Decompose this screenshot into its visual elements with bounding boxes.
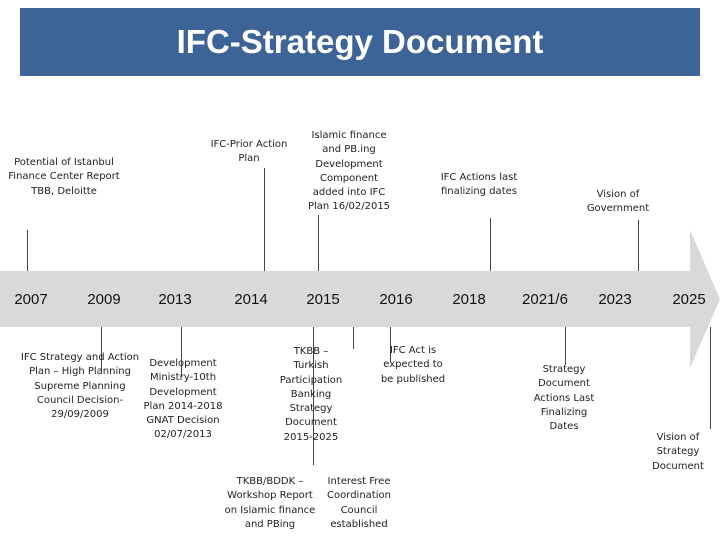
page-title: IFC-Strategy Document	[176, 23, 544, 60]
connector-2018	[490, 218, 491, 271]
connector-2007	[27, 230, 28, 271]
note-islamic-finance-component: Islamic finance and PB.ing Development C…	[307, 130, 391, 213]
year-2016: 2016	[379, 290, 413, 308]
connector-2014	[264, 168, 265, 271]
note-ifc-act: IFC Act is expected to be published	[380, 345, 446, 385]
year-2015: 2015	[306, 290, 340, 308]
year-2025: 2025	[672, 290, 706, 308]
year-2009: 2009	[87, 290, 121, 308]
title-banner: IFC-Strategy Document	[20, 8, 700, 76]
note-strategy-actions-last: Strategy Document Actions Last Finalizin…	[533, 364, 595, 433]
year-2014: 2014	[234, 290, 268, 308]
year-2023: 2023	[598, 290, 632, 308]
connector-2015-top	[318, 215, 319, 271]
year-2007: 2007	[14, 290, 48, 308]
note-actions-finalizing: IFC Actions last finalizing dates	[440, 172, 518, 198]
timeline-arrow-shape	[0, 230, 720, 368]
connector-2015-bottom	[313, 327, 314, 465]
note-vision-strategy: Vision of Strategy Document	[652, 432, 704, 472]
note-vision-government: Vision of Government	[586, 189, 650, 215]
connector-2025	[710, 327, 711, 429]
year-2021-6: 2021/6	[522, 290, 568, 308]
year-2013: 2013	[158, 290, 192, 308]
connector-2016	[390, 327, 391, 362]
note-interest-free-council: Interest Free Coordination Council estab…	[327, 476, 391, 530]
note-action-plan-2009: IFC Strategy and Action Plan – High Plan…	[20, 352, 140, 421]
connector-2023	[638, 220, 639, 271]
year-2018: 2018	[452, 290, 486, 308]
note-istanbul-report: Potential of Istanbul Finance Center Rep…	[8, 157, 120, 197]
note-prior-action: IFC-Prior Action Plan	[210, 139, 288, 165]
connector-2009	[101, 327, 102, 370]
note-tkbb-bddk-workshop: TKBB/BDDK – Workshop Report on Islamic f…	[224, 476, 316, 530]
note-tkbb-strategy: TKBB – Turkish Participation Banking Str…	[279, 346, 343, 443]
connector-2013	[181, 327, 182, 377]
connector-2021	[565, 327, 566, 365]
connector-2015-tkbb	[353, 327, 354, 349]
note-development-plan: Development Ministry-10th Development Pl…	[143, 358, 223, 441]
